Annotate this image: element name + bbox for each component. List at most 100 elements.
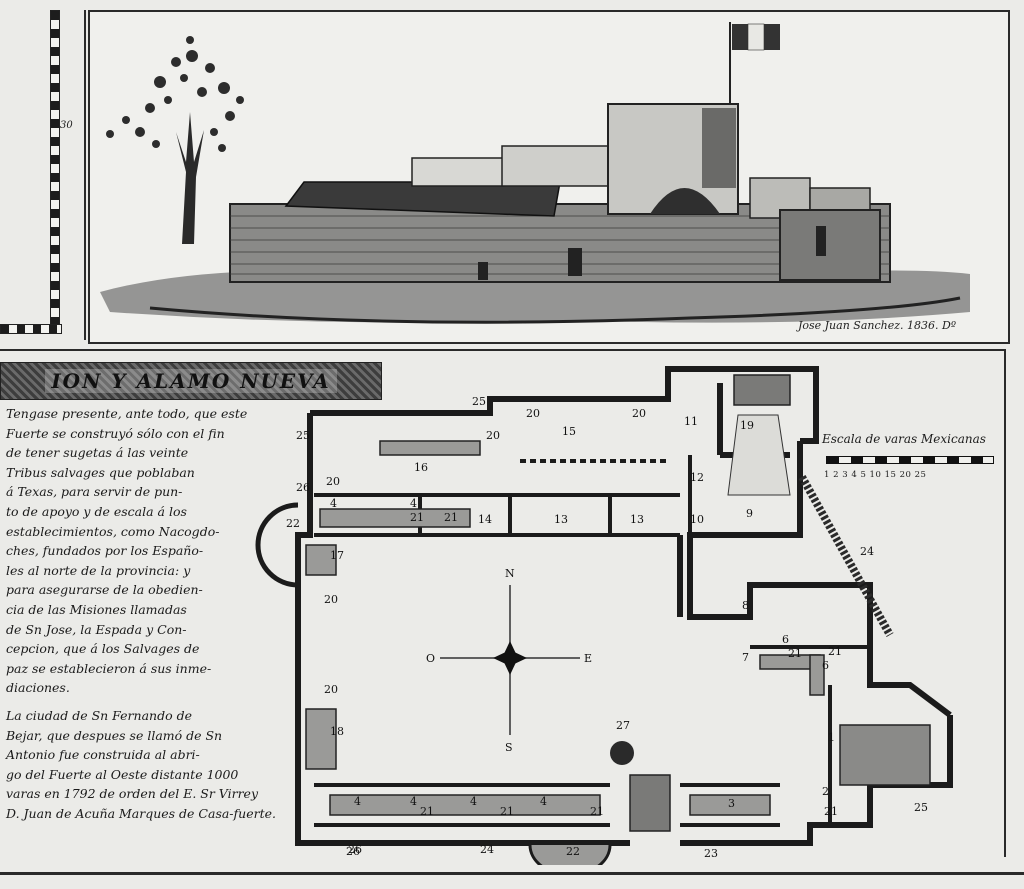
description-text: Tengase presente, ante todo, que este Fu…	[6, 404, 278, 823]
text-line: á Texas, para servir de pun-	[6, 484, 183, 500]
plan-room-number: 23	[704, 847, 718, 860]
scale-bar	[826, 456, 994, 464]
compass-w: O	[426, 652, 435, 665]
text-line: Tribus salvages que poblaban	[6, 464, 195, 480]
plan-room-number: 24	[480, 843, 494, 856]
plan-room-number: 20	[324, 593, 338, 606]
text-line: de tener sugetas á las veinte	[6, 445, 189, 461]
frame-right	[1004, 349, 1006, 857]
horizontal-ruler	[0, 324, 62, 334]
plan-room-number: 21	[590, 805, 604, 818]
text-line: varas en 1792 de orden del E. Sr Virrey	[6, 786, 259, 802]
plan-room-number: 24	[860, 545, 874, 558]
compass-s: S	[505, 741, 513, 754]
text-line: establecimientos, como Nacogdo-	[6, 523, 220, 539]
plan-room-number: 7	[742, 651, 749, 664]
wall-west	[295, 413, 630, 846]
text-line: go del Fuerte al Oeste distante 1000	[6, 766, 239, 782]
plan-room-number: 4	[354, 795, 361, 808]
plan-room-number: 20	[632, 407, 646, 420]
wall-east	[687, 441, 952, 718]
scale-title: Escala de varas Mexicanas	[822, 432, 986, 446]
plan-room-number: 10	[690, 513, 704, 526]
plan-room-number: 20	[526, 407, 540, 420]
plan-room-number: 20	[486, 429, 500, 442]
text-line: D. Juan de Acuña Marques de Casa-fuerte.	[6, 805, 276, 821]
plan-room-number: 16	[414, 461, 428, 474]
vertical-ruler	[50, 10, 60, 332]
stockade	[798, 475, 894, 637]
plan-room-number: 20	[326, 475, 340, 488]
plan-room-number: 4	[470, 795, 477, 808]
divider-line	[0, 349, 1006, 351]
plan-room-number: 4	[410, 497, 417, 510]
plan-room-number: 21	[444, 511, 458, 524]
wall-south	[680, 715, 953, 846]
plan-room-number: 22	[566, 845, 580, 858]
plan-room-number: 21	[420, 805, 434, 818]
text-line: diaciones.	[6, 680, 70, 696]
compass-rose: N S E O	[426, 567, 592, 754]
plan-room-number: 2	[822, 785, 829, 798]
fort-drawing-panel: Jose Juan Sanchez. 1836. Dº	[88, 10, 1010, 344]
strip-number: 30	[60, 120, 73, 131]
text-line: Fuerte se construyó sólo con el fin	[6, 425, 225, 441]
plan-room-number: 9	[746, 507, 753, 520]
plan-room-number: 11	[684, 415, 698, 428]
plan-room-number: 26	[348, 843, 362, 856]
text-line: de Sn Jose, la Espada y Con-	[6, 621, 187, 637]
fort-drawing	[100, 22, 970, 324]
compass-e: E	[584, 652, 592, 665]
frame-bottom	[0, 872, 1024, 875]
title-banner: ION Y ALAMO NUEVA	[0, 362, 382, 400]
text-line: Bejar, que despues se llamó de Sn	[6, 727, 223, 743]
plan-room-number: 25	[296, 429, 310, 442]
text-line: Antonio fue construida al abri-	[6, 747, 200, 763]
text-line: para asegurarse de la obedien-	[6, 582, 203, 598]
plan-room-number: 18	[330, 725, 344, 738]
plan-room-number: 21	[824, 805, 838, 818]
flag	[732, 23, 780, 51]
plan-room-number: 27	[616, 719, 630, 732]
plan-room-number: 17	[330, 549, 344, 562]
plan-room-number: 15	[562, 425, 576, 438]
plan-room-number: 4	[540, 795, 547, 808]
plan-room-number: 21	[788, 647, 802, 660]
left-scale-strip: 30	[0, 10, 86, 340]
compass-n: N	[505, 567, 515, 580]
text-line: to de apoyo y de escala á los	[6, 503, 187, 519]
banner-title: ION Y ALAMO NUEVA	[45, 369, 337, 393]
plan-room-number: 20	[324, 683, 338, 696]
plan-room-number: 21	[500, 805, 514, 818]
plan-room-number: 21	[828, 645, 842, 658]
plan-room-number: 13	[630, 513, 644, 526]
plan-room-number: 4	[330, 497, 337, 510]
plan-room-number: 12	[690, 471, 704, 484]
plan-room-number: 21	[410, 511, 424, 524]
plan-room-number: 26	[346, 845, 360, 858]
plan-room-number: 25	[914, 801, 928, 814]
plan-room-number: 6	[822, 659, 829, 672]
plan-room-number: 26	[296, 481, 310, 494]
text-line: ches, fundados por los Españo-	[6, 543, 204, 559]
plan-room-number: 19	[740, 419, 754, 432]
tree-illustration	[106, 36, 244, 244]
plan-room-number: 4	[410, 795, 417, 808]
text-line: Tengase presente, ante todo, que este	[6, 406, 248, 421]
text-line: cepcion, que á los Salvages de	[6, 641, 200, 657]
plan-room-number: 13	[554, 513, 568, 526]
plan-room-number: 1	[828, 731, 835, 744]
artist-signature: Jose Juan Sanchez. 1836. Dº	[797, 319, 956, 332]
text-line: cia de las Misiones llamadas	[6, 601, 187, 617]
well	[610, 741, 634, 765]
plan-room-number: 22	[286, 517, 300, 530]
text-line: paz se establecieron á sus inme-	[6, 660, 212, 676]
text-line: La ciudad de Sn Fernando de	[6, 707, 192, 723]
wall-north	[310, 366, 819, 444]
plan-room-number: 25	[472, 395, 486, 408]
scale-legend: Escala de varas Mexicanas 1 2 3 4 5 10 1…	[822, 432, 1002, 502]
text-line: les al norte de la provincia: y	[6, 562, 191, 578]
